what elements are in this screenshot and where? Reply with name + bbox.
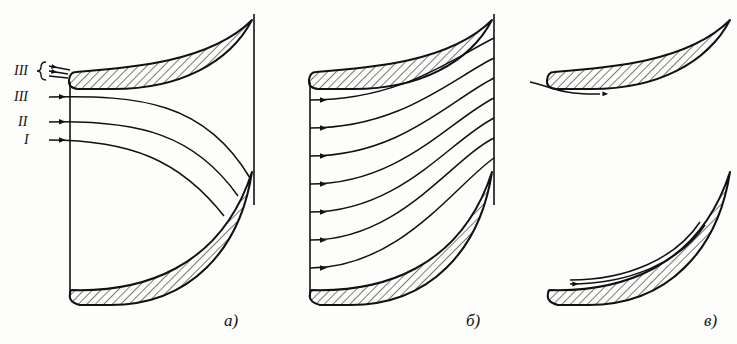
streamline-numeral: II [18,114,27,129]
inlet-plane [309,82,311,298]
streamline [310,58,494,128]
streamline [49,76,68,78]
streamline [310,118,494,212]
streamline [530,82,600,94]
blade-profile [70,172,252,305]
streamline [310,98,494,184]
blade-profile [548,172,730,305]
panel-label: в) [704,312,717,331]
streamline [49,97,250,178]
streamline [570,222,700,280]
streamline [310,158,494,268]
streamline-numeral: I [24,132,29,147]
streamline [310,78,494,156]
streamline [49,71,68,74]
inlet-plane [69,82,71,298]
streamline [49,140,224,216]
panel-label: б) [466,312,480,331]
streamline [49,122,238,196]
streamline [49,66,70,70]
streamline [570,225,705,284]
streamline [310,38,494,100]
blade-profile [69,20,252,89]
brace [37,62,46,80]
outlet-plane [253,14,255,205]
streamline-numeral: III [14,89,28,104]
outlet-plane [493,14,495,205]
streamline [310,138,494,240]
panel-label: а) [224,312,238,331]
flow-zone-numeral: III [14,63,28,78]
blade-profile [547,20,730,89]
